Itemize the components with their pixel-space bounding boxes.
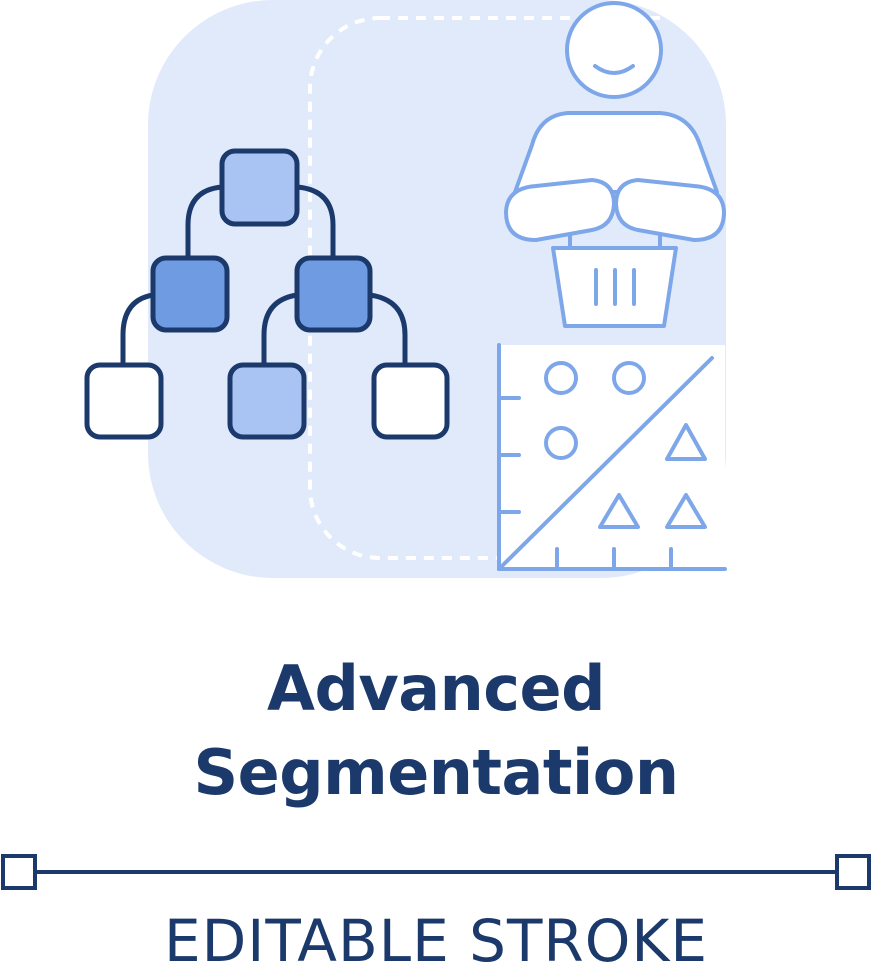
right-arm (614, 178, 726, 242)
head (565, 1, 663, 99)
left-arm (504, 178, 616, 242)
circle-point (612, 361, 646, 395)
tree-leaf-1 (84, 362, 164, 440)
tree-leaf-3 (371, 362, 450, 440)
triangle-point (665, 493, 707, 529)
tree-node-left (150, 255, 230, 333)
stroke-handle-left (1, 854, 37, 890)
torso (513, 111, 719, 194)
title-line-2: Segmentation (193, 736, 679, 809)
decision-tree-icon (84, 148, 450, 440)
tree-leaf-2 (227, 362, 307, 440)
divider-line (497, 356, 714, 571)
stroke-handle-right (835, 854, 871, 890)
triangle-point (665, 423, 707, 461)
stroke-divider (1, 854, 871, 890)
title-line-1: Advanced (267, 652, 605, 725)
smile (593, 64, 635, 75)
circle-point (544, 361, 578, 395)
editable-stroke-label: EDITABLE STROKE (163, 907, 709, 975)
tree-node-right (294, 255, 373, 333)
classification-chart-icon (497, 343, 727, 571)
circle-point (544, 426, 578, 460)
triangle-point (598, 493, 640, 529)
customer-with-basket-icon (504, 1, 726, 328)
tree-node-root (219, 148, 300, 227)
